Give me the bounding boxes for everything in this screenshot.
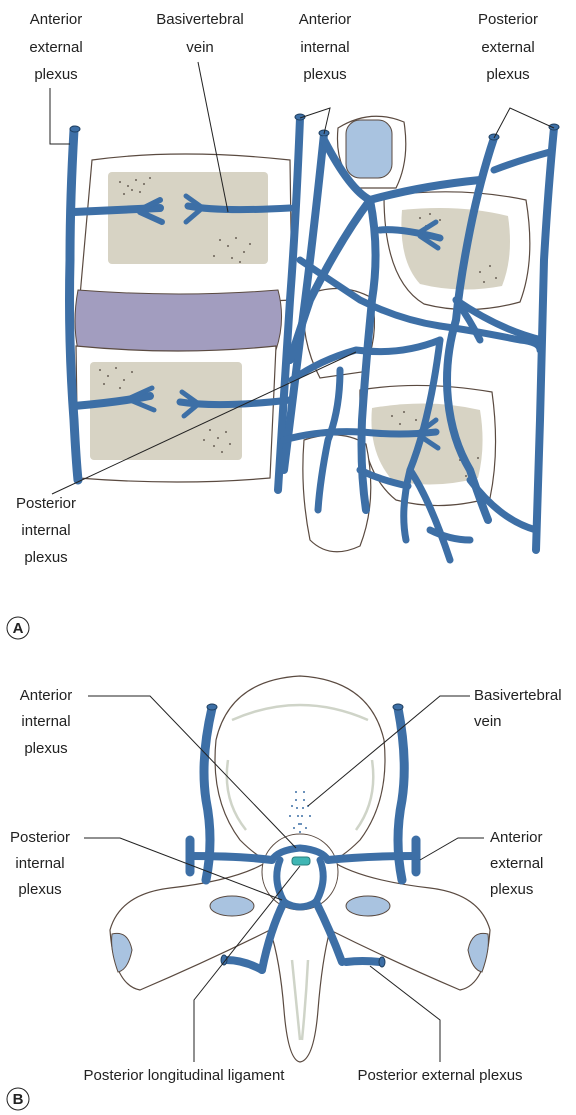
- label-line: plexus: [24, 740, 67, 757]
- label-anterior-internal-a: Anterior internal plexus: [299, 11, 352, 83]
- label-line: external: [481, 39, 534, 56]
- label-anterior-internal-b: Anterior internal plexus: [20, 687, 73, 757]
- label-line: external: [490, 855, 543, 872]
- panel-a: Anterior external plexus Basivertebral v…: [7, 11, 559, 639]
- label-line: vein: [474, 713, 502, 730]
- label-line: Posterior: [478, 11, 538, 28]
- label-line: plexus: [18, 881, 61, 898]
- label-line: vein: [186, 39, 214, 56]
- panel-letter-text: B: [13, 1091, 24, 1108]
- label-line: plexus: [486, 66, 529, 83]
- leader-posterior-external-a: [494, 108, 554, 138]
- upper-vertebral-body: [80, 154, 292, 302]
- label-line: plexus: [24, 549, 67, 566]
- label-line: plexus: [303, 66, 346, 83]
- label-line: internal: [21, 713, 70, 730]
- label-line: Anterior: [490, 829, 543, 846]
- posterior-longitudinal-ligament: [292, 857, 310, 865]
- label-posterior-internal-b: Posterior internal plexus: [10, 829, 70, 898]
- label-line: Posterior: [16, 495, 76, 512]
- label-posterior-longitudinal-ligament: Posterior longitudinal ligament: [84, 1067, 286, 1084]
- leader-posterior-external-b: [370, 966, 440, 1062]
- label-basivertebral-b: Basivertebral vein: [474, 687, 562, 730]
- label-anterior-external-a: Anterior external plexus: [29, 11, 82, 83]
- label-basivertebral-a: Basivertebral vein: [156, 11, 244, 56]
- panel-b: Anterior internal plexus Basivertebral v…: [7, 676, 562, 1110]
- label-line: internal: [21, 522, 70, 539]
- intervertebral-disc: [75, 290, 282, 354]
- panel-letter-b: B: [7, 1088, 29, 1110]
- label-line: Basivertebral: [156, 11, 244, 28]
- label-line: internal: [15, 855, 64, 872]
- label-line: Posterior: [10, 829, 70, 846]
- label-line: external: [29, 39, 82, 56]
- lower-vertebral-body: [76, 346, 276, 482]
- label-line: Basivertebral: [474, 687, 562, 704]
- label-line: plexus: [490, 881, 533, 898]
- label-posterior-external-plexus-b: Posterior external plexus: [357, 1067, 522, 1084]
- leader-anterior-external-b: [420, 838, 484, 860]
- panel-letter-text: A: [13, 620, 24, 637]
- vertebra-cross-section: [110, 676, 490, 1062]
- leader-anterior-external-a: [50, 88, 70, 144]
- label-posterior-internal-a: Posterior internal plexus: [16, 495, 76, 566]
- label-line: Anterior: [30, 11, 83, 28]
- label-line: internal: [300, 39, 349, 56]
- label-line: plexus: [34, 66, 77, 83]
- label-line: Anterior: [299, 11, 352, 28]
- label-posterior-external-a: Posterior external plexus: [478, 11, 538, 83]
- panel-letter-a: A: [7, 617, 29, 639]
- label-line: Anterior: [20, 687, 73, 704]
- label-anterior-external-b: Anterior external plexus: [490, 829, 543, 898]
